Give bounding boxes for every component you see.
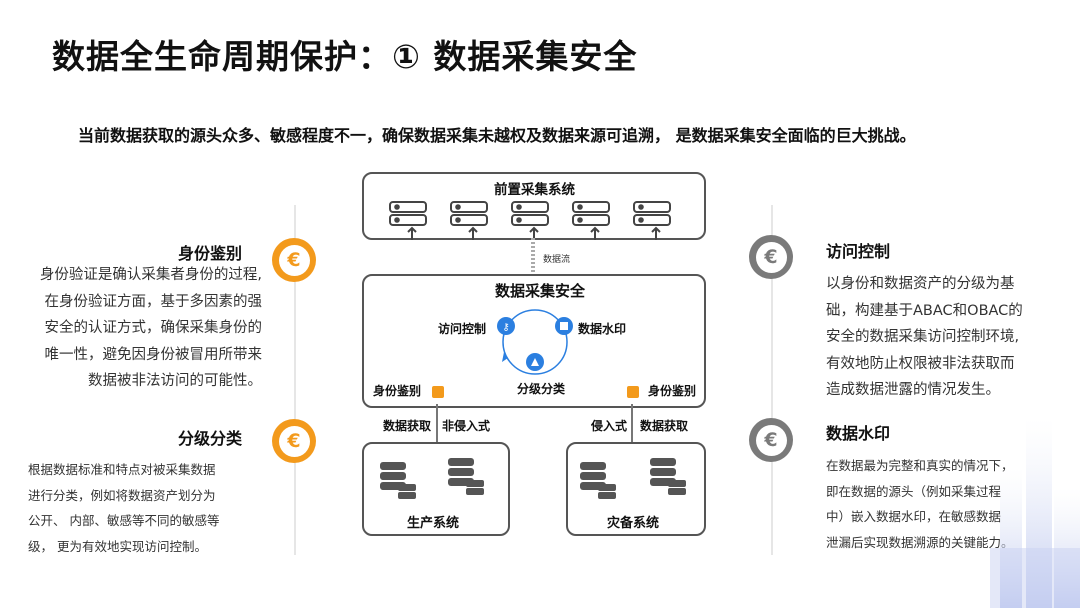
backup-system-label: 灾备系统 [607, 516, 660, 531]
access-control-node-label: 访问控制 [438, 322, 487, 336]
left-connector [436, 404, 438, 442]
right-connector [631, 404, 633, 442]
watermark-icon: € [749, 418, 793, 462]
database-icon [580, 458, 686, 499]
access-control-description: 以身份和数据资产的分级为基 础，构建基于ABAC和OBAC的 安全的数据采集访问… [826, 276, 1023, 398]
acquire-right-label: 数据获取 [640, 419, 689, 433]
database-icons-left [380, 458, 484, 499]
identity-icon: € [272, 238, 316, 282]
collection-security-title: 数据采集安全 [495, 282, 586, 300]
production-system-label: 生产系统 [407, 516, 460, 531]
identity-left-badge [432, 386, 444, 398]
database-icons-right [580, 458, 686, 499]
identity-right-badge [627, 386, 639, 398]
identity-right-label: 身份鉴别 [648, 384, 697, 398]
identity-description: 身份验证是确认采集者身份的过程, 在身份验证方面，基于多因素的强 安全的认证方式… [39, 267, 262, 389]
non-invasive-label: 非侵入式 [442, 419, 491, 433]
security-cycle: ⚷ [497, 309, 573, 375]
classify-title: 分级分类 [178, 429, 243, 448]
city-decoration [990, 418, 1080, 608]
key-icon [497, 317, 515, 335]
collection-security-box [362, 274, 706, 408]
database-icon [380, 458, 484, 499]
acquire-left-label: 数据获取 [383, 419, 432, 433]
invasive-label: 侵入式 [591, 419, 628, 433]
classify-node-label: 分级分类 [517, 382, 566, 396]
watermark-node-label: 数据水印 [578, 322, 627, 336]
page-subtitle: 当前数据获取的源头众多、敏感程度不一，确保数据采集未越权及数据来源可追溯， 是数… [78, 126, 916, 145]
watermark-description: 在数据最为完整和真实的情况下， 即在数据的源头（例如采集过程 中）嵌入数据水印，… [826, 458, 1014, 550]
access-control-title: 访问控制 [826, 242, 891, 261]
svg-text:⚷: ⚷ [502, 322, 509, 333]
server-icon [389, 201, 671, 240]
right-timeline [771, 205, 773, 555]
front-collection-system-label: 前置采集系统 [494, 182, 575, 198]
classify-icon: € [272, 419, 316, 463]
data-flow-connector [531, 238, 535, 274]
watermark-title: 数据水印 [826, 424, 891, 443]
page-title: 数据全生命周期保护：① 数据采集安全 [52, 37, 638, 76]
data-flow-label: 数据流 [543, 255, 571, 265]
identity-title: 身份鉴别 [178, 244, 243, 263]
access-control-icon: € [749, 235, 793, 279]
server-row [389, 201, 671, 240]
classify-description: 根据数据标准和特点对被采集数据 进行分类，例如将数据资产划分为 公开、 内部、敏… [28, 462, 220, 554]
left-timeline [294, 205, 296, 555]
identity-left-label: 身份鉴别 [373, 384, 422, 398]
